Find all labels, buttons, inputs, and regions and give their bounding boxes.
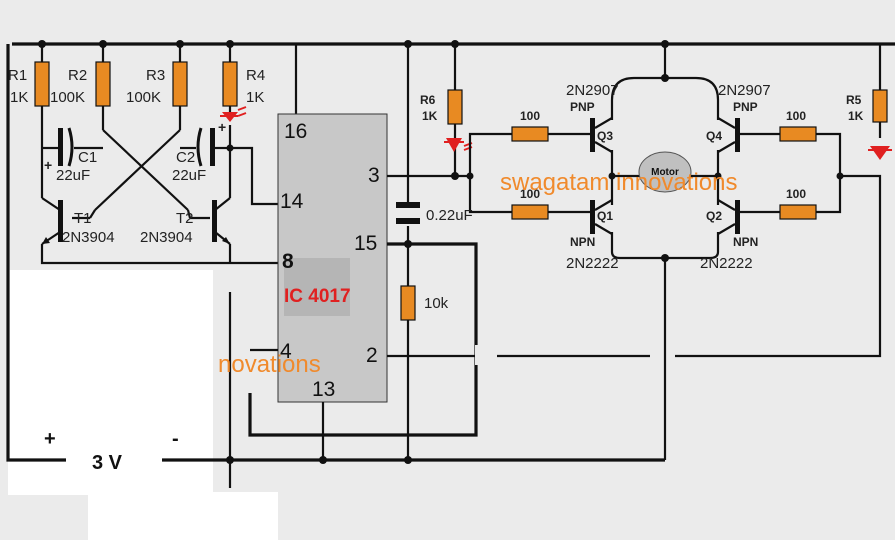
c3-value: 0.22uF [426, 207, 473, 224]
watermark-main: swagatam innovations [500, 169, 737, 196]
ic-pin-15: 15 [354, 232, 377, 255]
r6-value: 1K [422, 109, 438, 123]
q3-part: 2N2907 [566, 82, 619, 99]
cross-coupling [94, 129, 189, 211]
supply-voltage: 3 V [92, 452, 123, 474]
r1-value: 1K [10, 89, 28, 106]
q1-ref: Q1 [597, 209, 613, 223]
ic-title: IC 4017 [284, 286, 351, 307]
motor-label: Motor [651, 167, 679, 178]
white-patch-left [8, 270, 213, 495]
q1-kind: NPN [570, 235, 595, 249]
r3-ref: R3 [146, 67, 165, 84]
q3-ref: Q3 [597, 129, 613, 143]
resistor-q4-base [779, 126, 817, 142]
r2-ref: R2 [68, 67, 87, 84]
q4-kind: PNP [733, 100, 758, 114]
q1-base-res-value: 100 [520, 187, 540, 201]
q2-kind: NPN [733, 235, 758, 249]
reset-loop [248, 242, 478, 437]
t1-part: 2N3904 [62, 229, 115, 246]
ic-pin-14: 14 [280, 190, 304, 213]
resistor-r1 [34, 61, 50, 107]
resistor-r6 [447, 89, 463, 125]
pin2-wire [387, 174, 882, 358]
ic-pin-4: 4 [280, 340, 292, 363]
ic-pin-16: 16 [284, 120, 307, 143]
q2-part: 2N2222 [700, 255, 753, 272]
resistor-r5 [872, 89, 888, 123]
r2-value: 100K [50, 89, 85, 106]
q3-base-res-value: 100 [520, 109, 540, 123]
ic-pin-3: 3 [368, 164, 380, 187]
ic-label-patch [284, 258, 350, 316]
t1-ref: T1 [74, 210, 92, 227]
ic-pin-2: 2 [366, 344, 378, 367]
resistor-r4 [222, 61, 238, 107]
q2-ref: Q2 [706, 209, 722, 223]
r10k-value: 10k [424, 295, 449, 312]
r5-value: 1K [848, 109, 864, 123]
c1-ref: C1 [78, 149, 97, 166]
t2-ref: T2 [176, 210, 194, 227]
t2-part: 2N3904 [140, 229, 193, 246]
bridge-top-bus [610, 76, 720, 120]
resistor-q1-base [511, 204, 549, 220]
motor [638, 151, 692, 193]
r4-ref: R4 [246, 67, 265, 84]
resistor-q2-base [779, 204, 817, 220]
r1-ref: R1 [8, 67, 27, 84]
r3-value: 100K [126, 89, 161, 106]
q4-ref: Q4 [706, 129, 722, 143]
c1-value: 22uF [56, 167, 90, 184]
q1-part: 2N2222 [566, 255, 619, 272]
resistor-r2 [95, 61, 111, 107]
r4-value: 1K [246, 89, 264, 106]
ic-pin-8: 8 [282, 250, 294, 273]
q4-part: 2N2907 [718, 82, 771, 99]
led-to-ic14-wire [228, 125, 278, 206]
resistor-10k [400, 285, 416, 321]
emitter-wire [40, 244, 278, 265]
c2-value: 22uF [172, 167, 206, 184]
q4-base-res-value: 100 [786, 109, 806, 123]
resistor-r3 [172, 61, 188, 107]
ic-pin-13: 13 [312, 378, 335, 401]
svg-text:+: + [218, 119, 226, 135]
resistor-q3-base [511, 126, 549, 142]
q2-base-res-value: 100 [786, 187, 806, 201]
q3-kind: PNP [570, 100, 595, 114]
watermark-partial: novations [218, 351, 321, 378]
top-margin [0, 0, 895, 40]
supply-minus: - [172, 428, 179, 450]
left-rail [6, 44, 66, 462]
white-patch-bottom [88, 492, 278, 540]
r6-ref: R6 [420, 93, 436, 107]
r5-ref: R5 [846, 93, 862, 107]
c2-ref: C2 [176, 149, 195, 166]
supply-plus: + [44, 428, 56, 450]
svg-text:+: + [44, 157, 52, 173]
